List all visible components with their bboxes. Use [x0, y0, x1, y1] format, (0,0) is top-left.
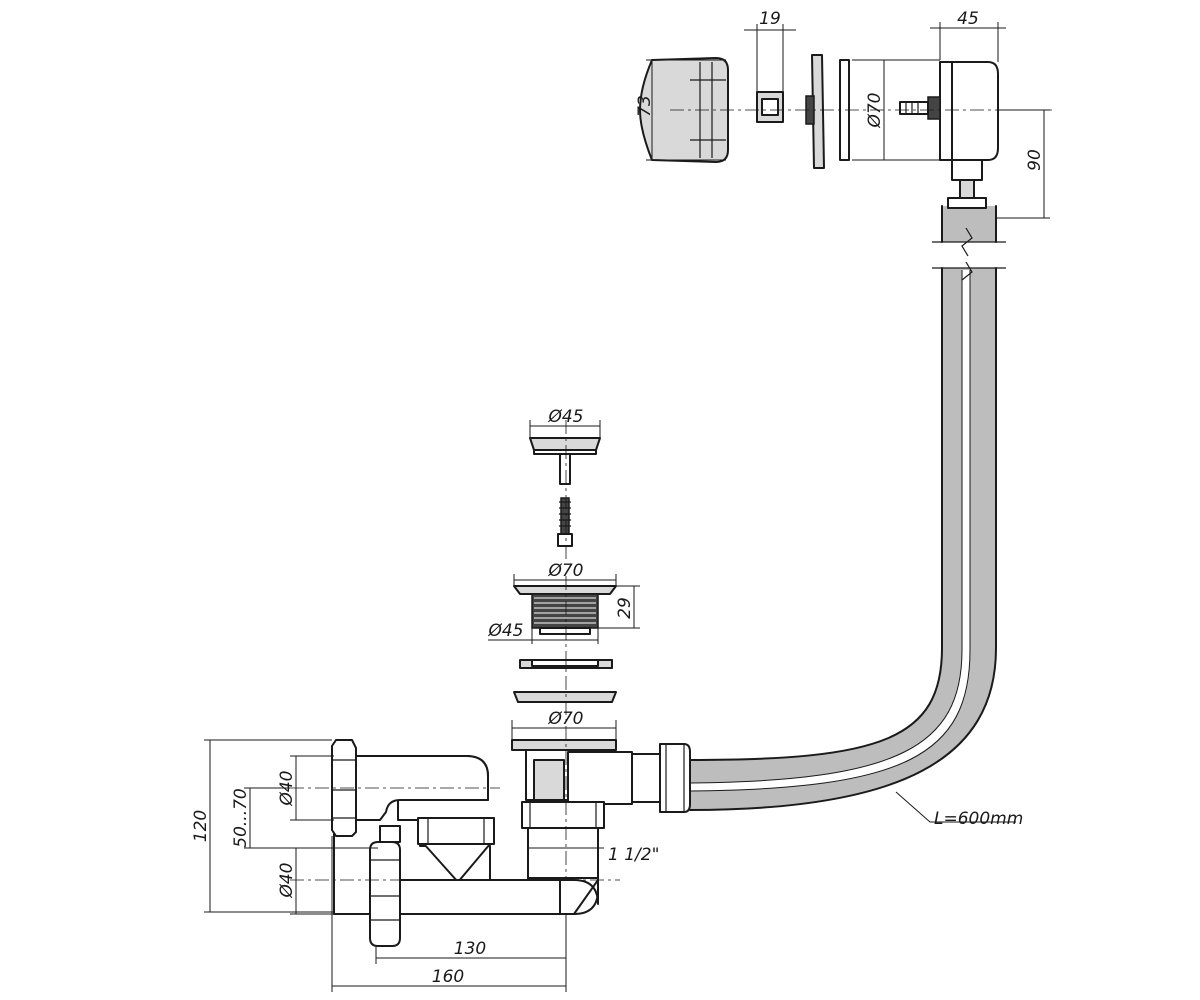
- label-trap-outlet-diameter: Ø40: [277, 862, 297, 898]
- middle-coupling: [417, 817, 495, 845]
- label-thread-size: 1 1/2": [608, 845, 659, 865]
- plug-cap: [529, 437, 601, 451]
- label-trap-length-total: 160: [432, 967, 464, 987]
- dimension-lines: [204, 22, 1050, 992]
- outlet-nut: [369, 841, 401, 947]
- label-flange-diameter: Ø70: [547, 561, 583, 581]
- label-overflow-cap-height: 73: [635, 95, 655, 117]
- label-overflow-body-diameter: Ø70: [865, 92, 885, 128]
- label-hose-length: L=600mm: [934, 809, 1023, 829]
- label-flange-height: 29: [615, 597, 635, 619]
- trap-nut: [521, 801, 605, 829]
- outlet-elbow: [567, 751, 633, 805]
- overflow-gasket: [811, 54, 825, 169]
- label-overflow-insert-width: 19: [759, 9, 781, 29]
- drain-flange: [513, 585, 617, 703]
- label-overflow-body-depth: 45: [957, 9, 979, 29]
- label-trap-adjust-range: 50...70: [231, 788, 251, 847]
- label-overflow-height: 90: [1025, 149, 1045, 171]
- hose-coupling: [659, 743, 691, 813]
- label-trap-inlet-diameter: Ø40: [277, 770, 297, 806]
- label-trap-length-inner: 130: [454, 939, 486, 959]
- plug-assembly: [529, 437, 601, 547]
- label-plug-cap-diameter: Ø45: [547, 407, 583, 427]
- label-trap-total-height: 120: [191, 810, 211, 842]
- label-flange-inner-diameter: Ø45: [487, 621, 523, 641]
- trap-assembly: [331, 739, 691, 947]
- overflow-body: [939, 61, 999, 161]
- overflow-assembly: [639, 54, 999, 209]
- flat-washer: [513, 691, 617, 703]
- dimension-labels: 73 19 Ø70 45 90 Ø45 Ø70 29 Ø45 Ø70 120 Ø…: [191, 9, 1045, 987]
- label-drain-body-diameter: Ø70: [547, 709, 583, 729]
- flexible-hose: [689, 205, 1006, 811]
- plug-rod: [560, 497, 570, 535]
